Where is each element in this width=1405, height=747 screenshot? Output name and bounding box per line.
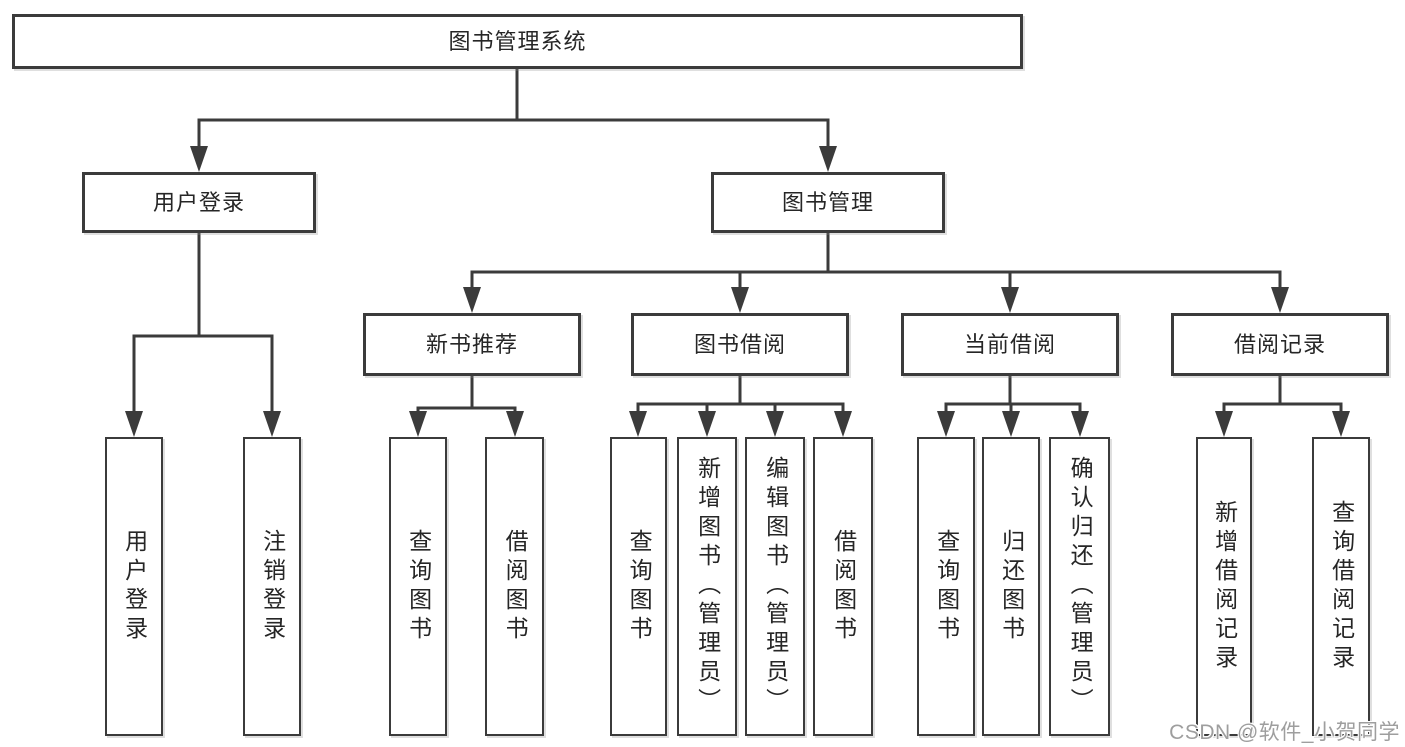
leaf-query-books-3: 查询图书: [917, 437, 975, 736]
arrow-to-leaf-borrow-books-1: [506, 411, 524, 437]
edge-user-login-split: [132, 231, 274, 415]
arrow-to-user-login: [190, 146, 208, 172]
edge-root-split: [197, 67, 830, 150]
leaf-add-book-admin: 新增图书（管理员）: [677, 437, 737, 736]
arrow-to-book-borrow: [731, 287, 749, 313]
arrow-to-leaf-query-books-2: [629, 411, 647, 437]
node-book-management: 图书管理: [711, 172, 945, 233]
leaf-query-books-1: 查询图书: [389, 437, 447, 736]
leaf-user-login: 用户登录: [105, 437, 163, 736]
leaf-borrow-books-1: 借阅图书: [485, 437, 544, 736]
arrow-to-leaf-add-book: [698, 411, 716, 437]
node-borrow-records: 借阅记录: [1171, 313, 1389, 376]
arrow-to-leaf-user-login: [125, 411, 143, 437]
node-user-login: 用户登录: [82, 172, 316, 233]
node-root: 图书管理系统: [12, 14, 1023, 69]
leaf-query-books-2: 查询图书: [610, 437, 667, 736]
edge-new-books-split: [416, 374, 517, 416]
leaf-add-borrow-record: 新增借阅记录: [1196, 437, 1252, 736]
leaf-edit-book-admin: 编辑图书（管理员）: [745, 437, 805, 736]
node-current-borrow: 当前借阅: [901, 313, 1119, 376]
arrow-to-leaf-add-record: [1215, 411, 1233, 437]
leaf-return-book: 归还图书: [982, 437, 1040, 736]
arrow-to-borrow-records: [1271, 287, 1289, 313]
arrow-to-leaf-logout: [263, 411, 281, 437]
arrowheads: [125, 146, 1350, 437]
csdn-watermark: CSDN @软件_小贺同学: [1169, 721, 1400, 744]
arrow-to-leaf-edit-book: [766, 411, 784, 437]
arrow-to-leaf-query-books-1: [409, 411, 427, 437]
arrow-to-leaf-query-record: [1332, 411, 1350, 437]
leaf-logout: 注销登录: [243, 437, 301, 736]
arrow-to-leaf-return-book: [1002, 411, 1020, 437]
arrow-to-leaf-query-books-3: [937, 411, 955, 437]
node-book-borrow: 图书借阅: [631, 313, 849, 376]
leaf-borrow-books-2: 借阅图书: [813, 437, 873, 736]
arrow-to-leaf-confirm-return: [1071, 411, 1089, 437]
edge-book-management-split: [470, 231, 1282, 291]
arrow-to-leaf-borrow-books-2: [834, 411, 852, 437]
leaf-query-borrow-record: 查询借阅记录: [1312, 437, 1370, 736]
edge-records-split: [1222, 374, 1343, 416]
edge-book-borrow-split: [636, 374, 845, 416]
arrow-to-new-book-recommend: [463, 287, 481, 313]
leaf-confirm-return-admin: 确认归还（管理员）: [1049, 437, 1110, 736]
edge-current-borrow-split: [944, 374, 1082, 416]
arrow-to-current-borrow: [1001, 287, 1019, 313]
node-new-book-recommend: 新书推荐: [363, 313, 581, 376]
arrow-to-book-management: [819, 146, 837, 172]
